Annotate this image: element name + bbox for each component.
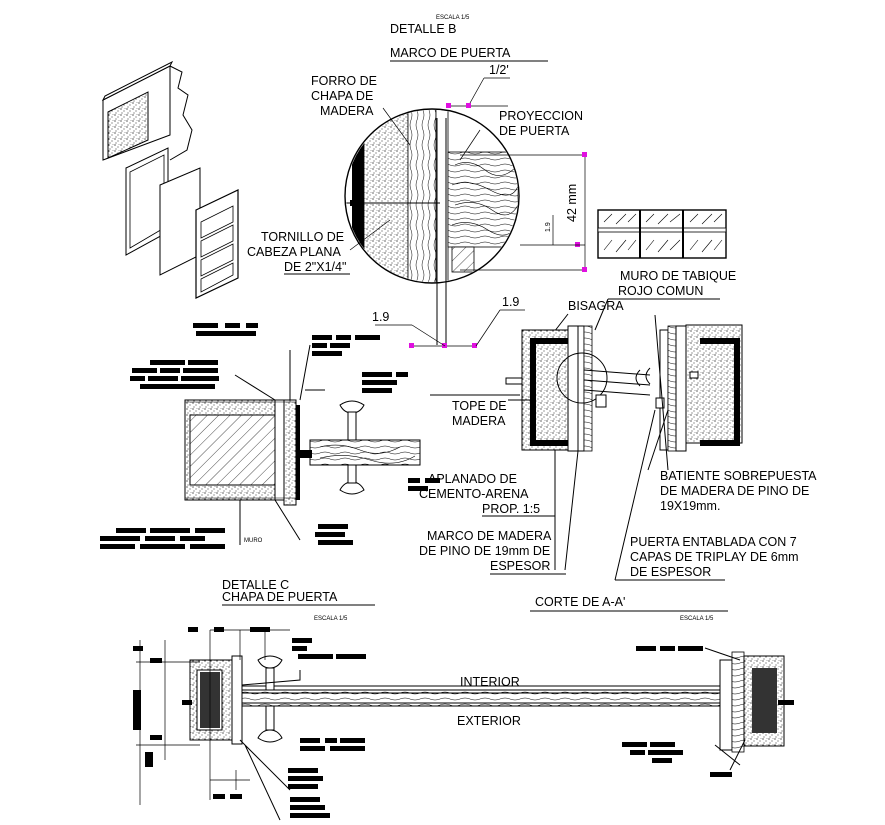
tornillo-label-2: CABEZA PLANA xyxy=(247,245,341,259)
dim-19-right: 1.9 xyxy=(502,295,519,309)
marco-label-3: ESPESOR xyxy=(490,559,550,573)
puerta-label-3: DE ESPESOR xyxy=(630,565,711,579)
redacted-labels-bottom xyxy=(133,627,732,818)
detalle-b-escala: ESCALA 1/5 xyxy=(436,15,470,21)
muro-label-2: ROJO COMUN xyxy=(618,284,703,298)
tornillo-label-1: TORNILLO DE xyxy=(261,230,344,244)
detalle-c-escala: ESCALA 1/5 xyxy=(314,616,348,622)
puerta-label-1: PUERTA ENTABLADA CON 7 xyxy=(630,535,797,549)
middle-frame-section xyxy=(430,314,743,581)
interior-label: INTERIOR xyxy=(460,675,520,689)
forro-label-1: FORRO DE xyxy=(311,74,377,88)
dim-19-left: 1.9 xyxy=(372,310,389,324)
proyeccion-label-1: PROYECCION xyxy=(499,109,583,123)
muro-label-1: MURO DE TABIQUE xyxy=(620,269,736,283)
detalle-c-subtitle: CHAPA DE PUERTA xyxy=(222,590,338,604)
tope-label-1: TOPE DE xyxy=(452,399,507,413)
muro-small-label: MURO xyxy=(244,538,263,544)
puerta-label-2: CAPAS DE TRIPLAY DE 6mm xyxy=(630,550,799,564)
aplanado-label-3: PROP. 1:5 xyxy=(482,502,540,516)
isometric-door-sketch xyxy=(101,60,239,299)
bisagra-label: BISAGRA xyxy=(568,299,624,313)
forro-label-3: MADERA xyxy=(320,104,374,118)
left-frame-section xyxy=(184,344,421,545)
corte-title: CORTE DE A-A' xyxy=(535,595,625,609)
muro-leader xyxy=(594,298,609,331)
dim-19-vertical: 1.9 xyxy=(545,222,552,232)
forro-label-2: CHAPA DE xyxy=(311,89,373,103)
batiente-label-1: BATIENTE SOBREPUESTA xyxy=(660,469,817,483)
batiente-label-2: DE MADERA DE PINO DE xyxy=(660,484,809,498)
dim-half-inch: 1/2' xyxy=(489,63,509,77)
detalle-b-title: DETALLE B xyxy=(390,22,456,36)
batiente-label-3: 19X19mm. xyxy=(660,499,720,513)
marco-label-1: MARCO DE MADERA xyxy=(427,529,552,543)
detalle-c-title: DETALLE C xyxy=(222,578,289,592)
detalle-b-subtitle: MARCO DE PUERTA xyxy=(390,46,511,60)
aplanado-label-1: APLANADO DE xyxy=(428,472,517,486)
proyeccion-label-2: DE PUERTA xyxy=(499,124,570,138)
marco-label-2: DE PINO DE 19mm DE xyxy=(419,544,550,558)
tornillo-label-3: DE 2"X1/4" xyxy=(284,260,346,274)
tope-label-2: MADERA xyxy=(452,414,506,428)
corte-escala: ESCALA 1/5 xyxy=(680,616,714,622)
marco-detail-circle xyxy=(344,108,520,345)
corte-section xyxy=(136,629,794,821)
window-elevation xyxy=(597,209,727,259)
aplanado-label-2: CEMENTO-ARENA xyxy=(419,487,529,501)
dim-42mm: 42 mm xyxy=(565,184,579,222)
exterior-label: EXTERIOR xyxy=(457,714,521,728)
detalle-b-dimensions xyxy=(349,77,587,348)
redacted-labels-left xyxy=(100,323,440,549)
